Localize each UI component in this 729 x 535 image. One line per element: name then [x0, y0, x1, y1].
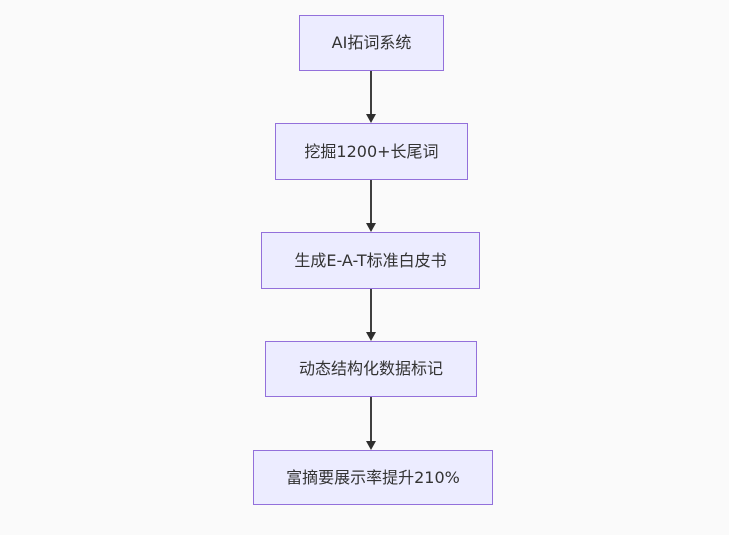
- arrow-connector-3: [365, 289, 377, 341]
- flow-node-longtail-mining: 挖掘1200+长尾词: [275, 123, 468, 180]
- arrowhead-icon: [366, 332, 376, 341]
- arrow-line: [370, 71, 372, 114]
- flow-node-structured-data-markup: 动态结构化数据标记: [265, 341, 477, 397]
- flow-node-label: AI拓词系统: [331, 33, 412, 53]
- arrow-connector-4: [365, 397, 377, 450]
- flow-node-ai-word-expansion: AI拓词系统: [299, 15, 444, 71]
- flow-node-label: 生成E-A-T标准白皮书: [294, 250, 447, 270]
- flow-node-label: 动态结构化数据标记: [298, 359, 443, 379]
- arrowhead-icon: [366, 114, 376, 123]
- arrow-connector-1: [365, 71, 377, 123]
- flow-node-rich-snippet-result: 富摘要展示率提升210%: [253, 450, 493, 505]
- flow-node-label: 挖掘1200+长尾词: [304, 141, 439, 161]
- arrowhead-icon: [366, 223, 376, 232]
- arrow-line: [370, 397, 372, 441]
- arrow-line: [370, 180, 372, 223]
- arrow-connector-2: [365, 180, 377, 232]
- flow-node-eat-whitepaper: 生成E-A-T标准白皮书: [261, 232, 480, 289]
- arrow-line: [370, 289, 372, 332]
- arrowhead-icon: [366, 441, 376, 450]
- flow-node-label: 富摘要展示率提升210%: [286, 467, 460, 487]
